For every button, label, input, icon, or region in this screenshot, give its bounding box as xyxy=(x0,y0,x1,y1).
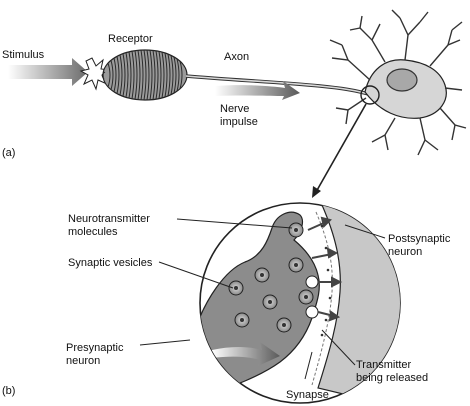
label-postsynaptic: Postsynaptic xyxy=(388,233,451,245)
label-postsynaptic-neuron: neuron xyxy=(388,246,422,258)
label-being-released: being released xyxy=(356,372,428,384)
stimulus-spark-icon xyxy=(79,57,112,91)
label-transmitter: Transmitter xyxy=(356,359,412,371)
panel-b: Neurotransmitter molecules Synaptic vesi… xyxy=(2,202,451,404)
nucleus xyxy=(386,68,418,92)
label-synapse: Synapse xyxy=(286,389,329,401)
label-nerve: Nerve xyxy=(220,103,249,115)
nerve-impulse-arrow xyxy=(215,81,300,100)
leader-lines xyxy=(139,218,386,380)
receptor-coil xyxy=(101,49,188,101)
label-presynaptic: Presynaptic xyxy=(66,342,124,354)
label-neurotransmitter: Neurotransmitter xyxy=(68,213,150,225)
label-impulse: impulse xyxy=(220,116,258,128)
panel-a: Stimulus Receptor Axon Nerve impulse (a) xyxy=(2,9,467,198)
zoom-arrow xyxy=(315,103,367,193)
label-receptor: Receptor xyxy=(108,33,153,45)
postsynaptic-neuron-cell xyxy=(329,9,467,156)
panel-b-tag: (b) xyxy=(2,385,15,397)
synapse-zoom-circle xyxy=(360,85,380,105)
stimulus-arrow xyxy=(8,58,88,86)
transmitter-release-arrows xyxy=(307,216,343,322)
label-molecules: molecules xyxy=(68,226,118,238)
label-stimulus: Stimulus xyxy=(2,49,45,61)
panel-a-tag: (a) xyxy=(2,147,15,159)
presynaptic-impulse-arrow xyxy=(212,342,280,366)
label-synaptic-vesicles: Synaptic vesicles xyxy=(68,257,153,269)
label-axon: Axon xyxy=(224,51,249,63)
label-presynaptic-neuron: neuron xyxy=(66,355,100,367)
